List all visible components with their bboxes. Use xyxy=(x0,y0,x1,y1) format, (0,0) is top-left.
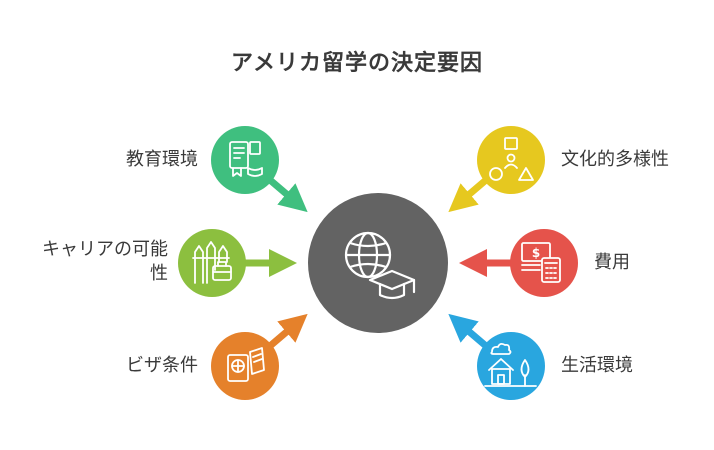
factor-label-career: キャリアの可能性 xyxy=(42,239,168,284)
factor-node-living xyxy=(477,332,545,400)
globe-graduation-cap-icon xyxy=(344,231,416,300)
arrow-culture xyxy=(448,177,489,213)
svg-text:$: $ xyxy=(532,246,540,260)
factor-label-cost: 費用 xyxy=(594,252,630,273)
diagram-title: アメリカ留学の決定要因 xyxy=(231,51,483,76)
factor-node-career xyxy=(178,229,246,297)
money-calculator-icon: $ xyxy=(521,242,561,283)
factor-node-culture xyxy=(477,126,545,194)
factor-label-culture: 文化的多様性 xyxy=(561,149,669,170)
passport-ticket-icon xyxy=(227,347,265,382)
book-certificate-icon xyxy=(229,141,263,177)
arrow-education xyxy=(267,177,308,213)
factor-node-cost: $ xyxy=(510,229,578,297)
house-tree-icon xyxy=(484,342,537,387)
factor-label-living: 生活環境 xyxy=(561,355,633,376)
factor-node-visa xyxy=(211,332,279,400)
fence-briefcase-icon xyxy=(192,241,232,284)
arrow-visa xyxy=(267,313,308,349)
factor-label-visa: ビザ条件 xyxy=(126,355,198,376)
shapes-person-icon xyxy=(489,137,534,181)
factor-node-education xyxy=(211,126,279,194)
arrow-living xyxy=(448,313,489,349)
factor-label-education: 教育環境 xyxy=(126,149,198,170)
center-node xyxy=(308,193,448,333)
